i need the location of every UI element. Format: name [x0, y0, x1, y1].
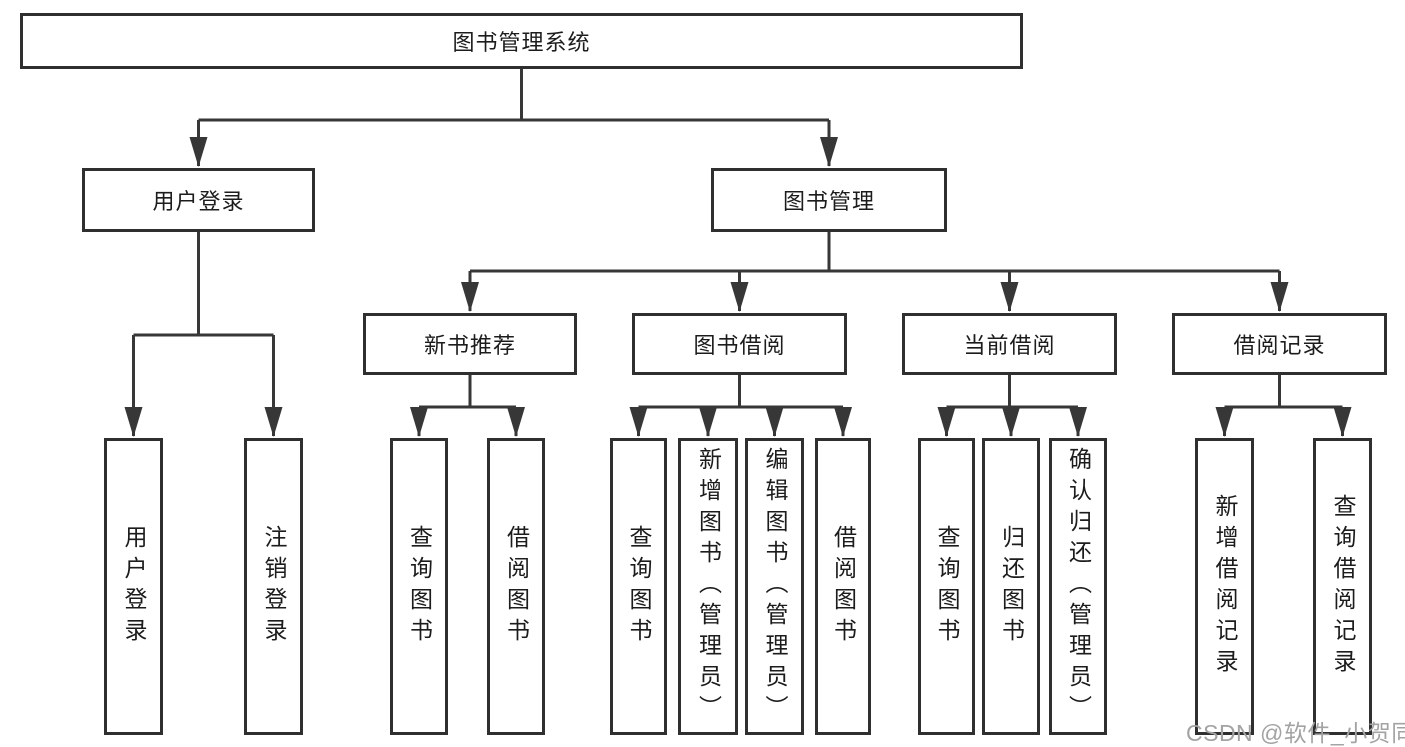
- leaf-query-books-borrow: 查询图书: [610, 438, 667, 735]
- node-label: 图书借阅: [693, 333, 786, 358]
- node-label: 确认归还（管理员）: [1065, 447, 1092, 726]
- node-label: 借阅记录: [1233, 333, 1326, 358]
- node-borrow-records: 借阅记录: [1172, 313, 1387, 375]
- leaf-logout: 注销登录: [244, 438, 303, 735]
- node-label: 借阅图书: [503, 524, 530, 649]
- node-label: 图书管理: [782, 189, 875, 214]
- node-label: 借阅图书: [830, 524, 857, 649]
- leaf-user-login: 用户登录: [104, 438, 163, 735]
- node-label: 用户登录: [152, 189, 245, 214]
- leaf-confirm-return-admin: 确认归还（管理员）: [1049, 438, 1107, 735]
- node-current-borrow: 当前借阅: [902, 313, 1117, 375]
- leaf-query-borrow-record: 查询借阅记录: [1313, 438, 1372, 735]
- leaf-query-books-current: 查询图书: [918, 438, 975, 735]
- node-label: 新增图书（管理员）: [695, 447, 722, 726]
- node-book-borrow: 图书借阅: [632, 313, 847, 375]
- node-label: 归还图书: [998, 524, 1025, 649]
- node-label: 图书管理系统: [452, 30, 591, 55]
- node-label: 查询借阅记录: [1330, 493, 1356, 680]
- leaf-add-book-admin: 新增图书（管理员）: [678, 438, 738, 735]
- leaf-borrow-books: 借阅图书: [815, 438, 871, 735]
- node-label: 当前借阅: [963, 333, 1056, 358]
- node-label: 编辑图书（管理员）: [762, 447, 788, 726]
- node-new-book-recommend: 新书推荐: [363, 313, 577, 375]
- node-book-management: 图书管理: [711, 168, 947, 232]
- leaf-edit-book-admin: 编辑图书（管理员）: [745, 438, 804, 735]
- leaf-add-borrow-record: 新增借阅记录: [1195, 438, 1254, 735]
- node-root-system: 图书管理系统: [20, 13, 1023, 69]
- leaf-query-books-recommend: 查询图书: [390, 438, 448, 735]
- node-label: 注销登录: [261, 524, 287, 649]
- node-user-login: 用户登录: [82, 168, 315, 232]
- leaf-borrow-books-recommend: 借阅图书: [487, 438, 545, 735]
- csdn-watermark: CSDN @软件_小贺同学: [1186, 720, 1405, 746]
- node-label: 新书推荐: [423, 333, 516, 358]
- node-label: 新增借阅记录: [1212, 493, 1238, 680]
- node-label: 用户登录: [121, 524, 147, 649]
- node-label: 查询图书: [934, 524, 960, 649]
- node-label: 查询图书: [406, 524, 433, 649]
- leaf-return-book: 归还图书: [982, 438, 1040, 735]
- node-label: 查询图书: [626, 524, 652, 649]
